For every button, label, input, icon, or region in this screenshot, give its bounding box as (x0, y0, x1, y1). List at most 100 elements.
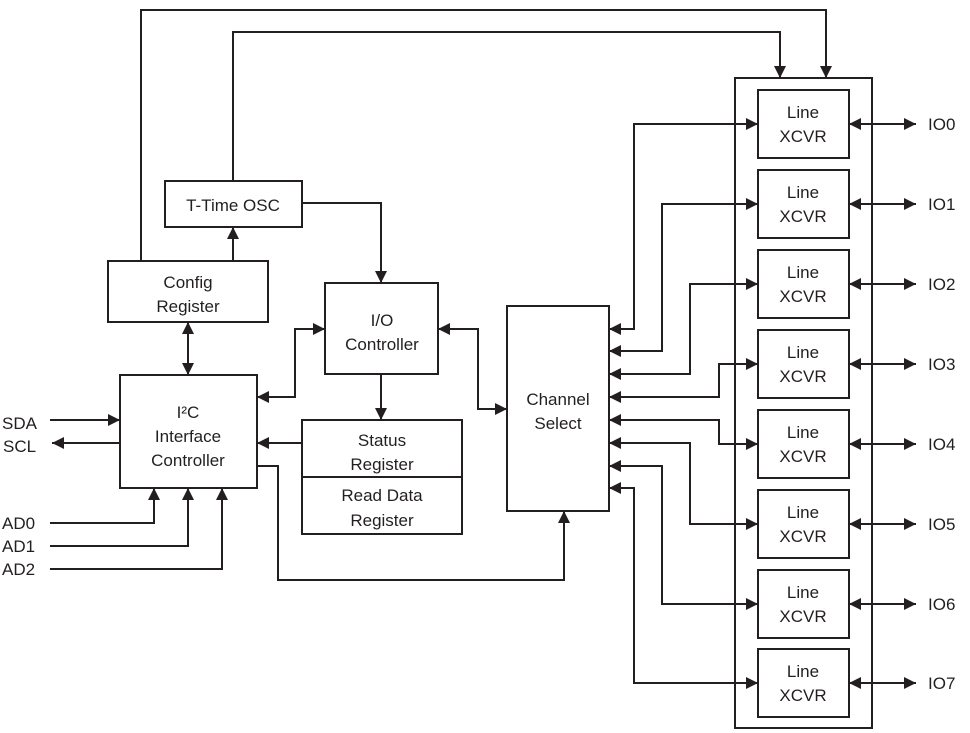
channel-select-label-line2: Select (534, 414, 582, 433)
line-xcvr-box (757, 249, 850, 319)
line-xcvr-label: Line (787, 263, 819, 282)
arrow-ad0 (148, 488, 160, 500)
status-register-label-line1: Status (358, 431, 406, 450)
i2c-interface-controller-block: I²C Interface Controller (119, 374, 258, 489)
arrow-channel-to-xcvr-1 (746, 198, 758, 210)
io-controller-label-line1: I/O (371, 311, 394, 330)
line-xcvr-box (757, 648, 850, 718)
line-xcvr-label: Line (787, 103, 819, 122)
wire-channel-to-xcvr-1 (609, 203, 758, 352)
arrow-status-to-i2c (257, 437, 269, 449)
arrow-ad1 (182, 488, 194, 500)
line-xcvr-box (757, 329, 850, 399)
line-xcvr-label: XCVR (779, 127, 826, 146)
arrow-i2c-to-channel-select (558, 511, 570, 523)
arrow-xcvr-to-io-4 (904, 438, 916, 450)
read-data-register-label-line2: Register (350, 511, 414, 530)
arrow-xcvr-to-io-0 (904, 118, 916, 130)
arrow-io-to-xcvr-1 (849, 198, 861, 210)
arrow-xcvr-to-channel-4 (609, 414, 621, 426)
arrow-i2c-to-io-controller (313, 323, 325, 335)
transceiver-array-enclosure (734, 77, 873, 729)
i2c-label-line1: I²C (177, 403, 200, 422)
line-xcvr-label: XCVR (779, 447, 826, 466)
t-time-osc-block: T-Time OSC (164, 180, 303, 228)
read-data-register-block: Read Data Register (301, 476, 463, 535)
arrow-io-to-xcvr-6 (849, 598, 861, 610)
arrow-io-to-xcvr-3 (849, 358, 861, 370)
arrow-io-to-xcvr-5 (849, 518, 861, 530)
arrow-io-controller-to-channel-select (495, 403, 507, 415)
wire-channel-to-xcvr-7 (609, 487, 758, 684)
arrow-channel-to-xcvr-6 (746, 598, 758, 610)
wire-osc-to-io-controller (302, 202, 382, 283)
arrow-xcvr-to-channel-7 (609, 482, 621, 494)
line-xcvr-label: XCVR (779, 207, 826, 226)
line-xcvr-box (757, 489, 850, 559)
channel-select-label-line1: Channel (526, 390, 589, 409)
wire-channel-to-xcvr-6 (609, 465, 758, 605)
arrow-io-to-xcvr-0 (849, 118, 861, 130)
arrow-channel-to-xcvr-2 (746, 278, 758, 290)
status-register-block: Status Register (301, 419, 463, 478)
signal-label-scl: SCL (3, 437, 36, 456)
arrow-xcvr-to-io-7 (904, 677, 916, 689)
arrow-channel-to-xcvr-5 (746, 518, 758, 530)
wire-channel-to-xcvr-2 (609, 283, 758, 375)
arrow-xcvr-to-channel-2 (609, 368, 621, 380)
wire-osc-to-xcvr-array (232, 31, 781, 181)
arrow-io-to-xcvr-4 (849, 438, 861, 450)
line-xcvr-label: XCVR (779, 527, 826, 546)
wire-channel-to-xcvr-3 (609, 363, 758, 398)
line-xcvr-label: Line (787, 583, 819, 602)
signal-label-ad2: AD2 (2, 560, 35, 579)
io-controller-block: I/O Controller (324, 282, 439, 375)
io-pin-label: IO1 (928, 195, 955, 214)
arrow-xcvr-to-channel-1 (609, 345, 621, 357)
line-xcvr-box (757, 89, 850, 159)
config-register-label-line1: Config (163, 273, 212, 292)
arrow-i2c-to-config (182, 322, 194, 334)
arrow-channel-to-xcvr-0 (746, 118, 758, 130)
wire-ad0 (50, 488, 155, 524)
line-xcvr-label: Line (787, 423, 819, 442)
arrow-xcvr-to-io-5 (904, 518, 916, 530)
signal-label-sda: SDA (2, 414, 38, 433)
io-pin-label: IO3 (928, 355, 955, 374)
arrow-xcvr-to-channel-5 (609, 437, 621, 449)
line-xcvr-label: XCVR (779, 367, 826, 386)
arrow-channel-to-xcvr-4 (746, 438, 758, 450)
arrow-xcvr-to-channel-3 (609, 391, 621, 403)
i2c-label-line2: Interface (155, 427, 221, 446)
i2c-label-line3: Controller (151, 451, 225, 470)
wire-i2c-io-controller (257, 328, 325, 398)
line-xcvr-label: XCVR (779, 607, 826, 626)
config-register-label-line2: Register (156, 297, 220, 316)
line-xcvr-box (757, 169, 850, 239)
line-xcvr-label: Line (787, 503, 819, 522)
line-xcvr-label: XCVR (779, 287, 826, 306)
wire-channel-to-xcvr-4 (609, 419, 758, 445)
arrow-config-to-i2c (182, 363, 194, 375)
line-xcvr-box (757, 569, 850, 639)
arrow-config-to-xcvr-array (820, 66, 832, 78)
wire-channel-to-xcvr-0 (609, 123, 758, 330)
wire-io-controller-channel-select (438, 328, 507, 410)
wire-i2c-to-channel-select (257, 465, 565, 581)
arrow-osc-to-io-controller (375, 271, 387, 283)
arrow-io-controller-to-status (375, 408, 387, 420)
wire-ad1 (50, 488, 189, 547)
io-pin-label: IO2 (928, 275, 955, 294)
io-pin-label: IO4 (928, 435, 955, 454)
line-transceivers: LineXCVRIO0LineXCVRIO1LineXCVRIO2LineXCV… (757, 89, 955, 718)
line-xcvr-label: XCVR (779, 686, 826, 705)
line-xcvr-label: Line (787, 343, 819, 362)
